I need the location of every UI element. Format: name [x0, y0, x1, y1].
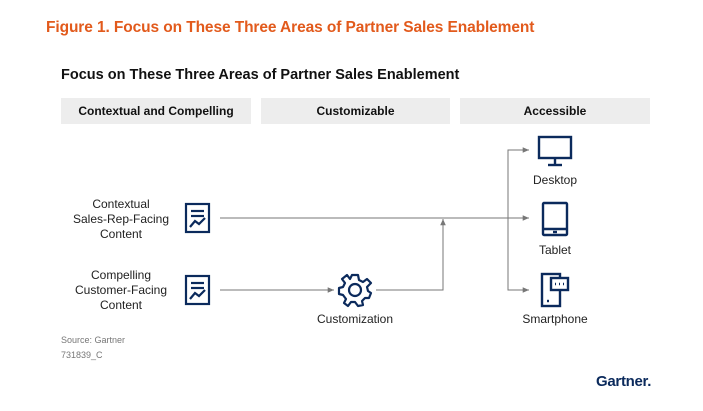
node-label-smartphone: Smartphone	[522, 312, 588, 326]
smartphone-icon	[540, 272, 570, 308]
arrow-to-desktop	[507, 147, 529, 218]
arrow-gear-to-junction	[376, 219, 446, 291]
column-header-contextual: Contextual and Compelling	[61, 98, 251, 124]
figure-title: Figure 1. Focus on These Three Areas of …	[46, 19, 535, 36]
node-label-desktop: Desktop	[532, 173, 578, 187]
brand-dot: .	[647, 373, 652, 390]
column-header-accessible: Accessible	[460, 98, 650, 124]
figure-code: 731839_C	[61, 350, 103, 360]
gartner-logo: Gartner.	[596, 373, 651, 390]
node-label-sales-rep-content: Contextual Sales-Rep-Facing Content	[72, 197, 170, 241]
document-chart-icon	[184, 274, 211, 306]
node-label-customization: Customization	[316, 312, 394, 326]
gear-icon	[337, 273, 373, 308]
arrow-to-smartphone	[507, 218, 529, 293]
connectors	[220, 147, 529, 293]
tablet-icon	[541, 201, 569, 237]
brand-name: Gartner	[596, 373, 648, 390]
desktop-monitor-icon	[537, 135, 573, 167]
node-label-tablet: Tablet	[538, 243, 572, 257]
node-label-customer-content: Compelling Customer-Facing Content	[74, 268, 168, 312]
column-header-customizable: Customizable	[261, 98, 450, 124]
chart-title: Focus on These Three Areas of Partner Sa…	[61, 67, 460, 83]
document-chart-icon	[184, 202, 211, 234]
source-note: Source: Gartner	[61, 335, 126, 345]
